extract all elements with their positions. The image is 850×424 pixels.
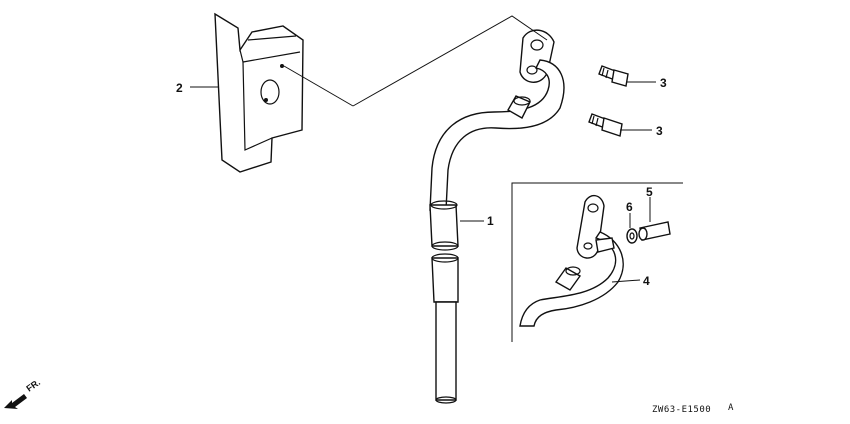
- callout-4: 4: [643, 274, 650, 288]
- callout-1: 1: [487, 214, 494, 228]
- front-arrow-icon: [4, 394, 27, 409]
- leader-lines: [190, 15, 656, 283]
- callout-6: 6: [626, 200, 633, 214]
- diagram-revision: A: [728, 403, 734, 413]
- callout-2: 2: [176, 81, 183, 95]
- part-3-bolt-upper: [598, 65, 629, 87]
- part-3-bolt-lower: [588, 113, 623, 137]
- part-2-cover-plate: [214, 12, 304, 173]
- front-indicator-label: FR.: [24, 377, 42, 394]
- callout-3-lower: 3: [656, 124, 663, 138]
- inset-detail: [511, 182, 683, 342]
- part-1-pipe: [429, 29, 565, 404]
- callout-5: 5: [646, 185, 653, 199]
- diagram-code: ZW63-E1500: [652, 405, 711, 415]
- callout-3-upper: 3: [660, 76, 667, 90]
